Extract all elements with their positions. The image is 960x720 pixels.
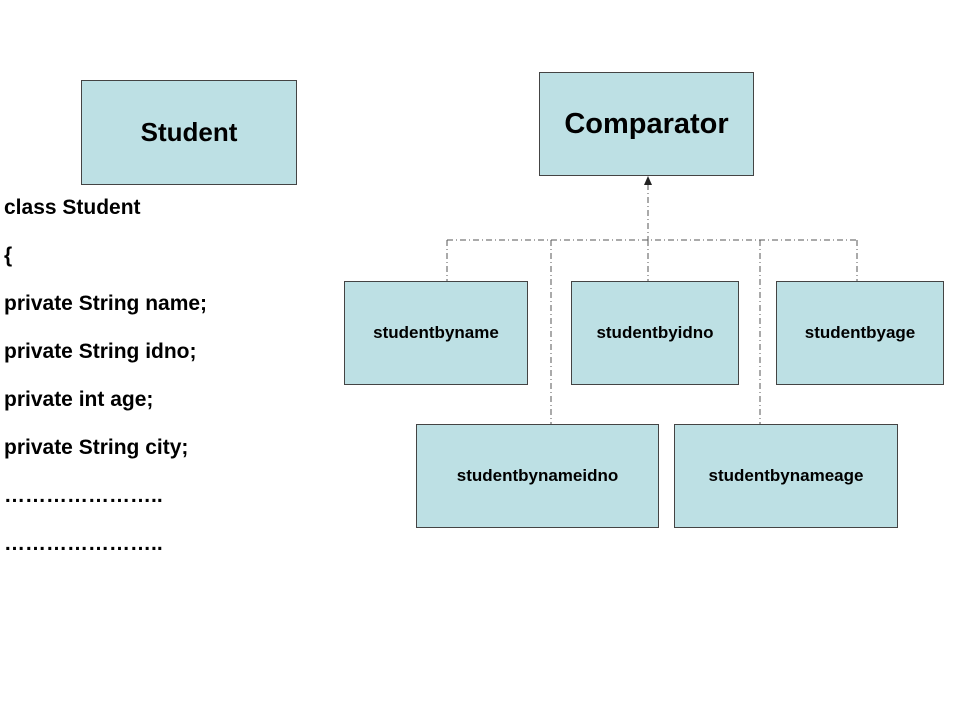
studentbynameage-box: studentbynameage [674, 424, 898, 528]
student-class-code: class Student { private String name; pri… [4, 191, 207, 575]
studentbynameage-label: studentbynameage [708, 466, 864, 485]
code-line: private String idno; [4, 340, 197, 363]
student-class-label: Student [140, 117, 238, 147]
code-line: private String name; [4, 292, 208, 315]
code-line: ………………….. [4, 532, 163, 555]
inheritance-arrowhead-icon [644, 176, 652, 185]
code-line: private int age; [4, 388, 154, 411]
studentbyidno-box: studentbyidno [571, 281, 739, 385]
comparator-interface-box: Comparator [539, 72, 754, 176]
code-line: class Student [4, 196, 141, 219]
code-line: ………………….. [4, 484, 163, 507]
studentbynameidno-label: studentbynameidno [456, 466, 619, 485]
code-line: private String city; [4, 436, 189, 459]
studentbyage-label: studentbyage [804, 323, 916, 342]
student-class-box: Student [81, 80, 297, 185]
studentbyidno-label: studentbyidno [596, 323, 714, 342]
studentbyname-box: studentbyname [344, 281, 528, 385]
studentbynameidno-box: studentbynameidno [416, 424, 659, 528]
code-line: { [4, 244, 13, 267]
comparator-label: Comparator [564, 107, 729, 140]
studentbyage-box: studentbyage [776, 281, 944, 385]
studentbyname-label: studentbyname [373, 323, 499, 342]
